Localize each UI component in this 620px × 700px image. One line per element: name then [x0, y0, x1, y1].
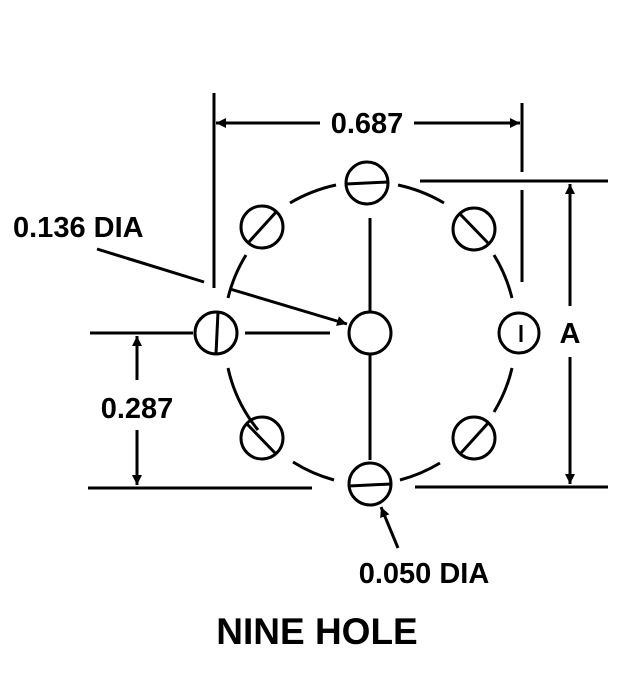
hole-upper-left: [239, 204, 285, 250]
leader-0050-dia: [379, 506, 400, 549]
label-offset-vertical: 0.287: [101, 393, 174, 425]
hole-upper-right: [451, 206, 497, 252]
label-center-hole-dia: 0.136 DIA: [13, 212, 144, 244]
diagram-title: NINE HOLE: [216, 611, 417, 652]
dimension-a: [415, 179, 608, 489]
leader-0136-dia: [96, 247, 348, 326]
hole-bottom: [347, 461, 393, 507]
center-hole: [347, 310, 393, 356]
label-vertical-span: A: [560, 318, 581, 350]
pitch-circle: [226, 183, 514, 482]
label-small-hole-dia: 0.050 DIA: [359, 558, 490, 590]
dimension-0687: [212, 93, 524, 288]
dimension-0287: [88, 331, 312, 490]
hole-right: [497, 311, 541, 355]
hole-lower-left: [239, 415, 285, 461]
hole-left: [193, 310, 239, 356]
hole-top: [344, 160, 390, 206]
label-horizontal-span: 0.687: [331, 108, 404, 140]
hole-lower-right: [451, 415, 497, 461]
